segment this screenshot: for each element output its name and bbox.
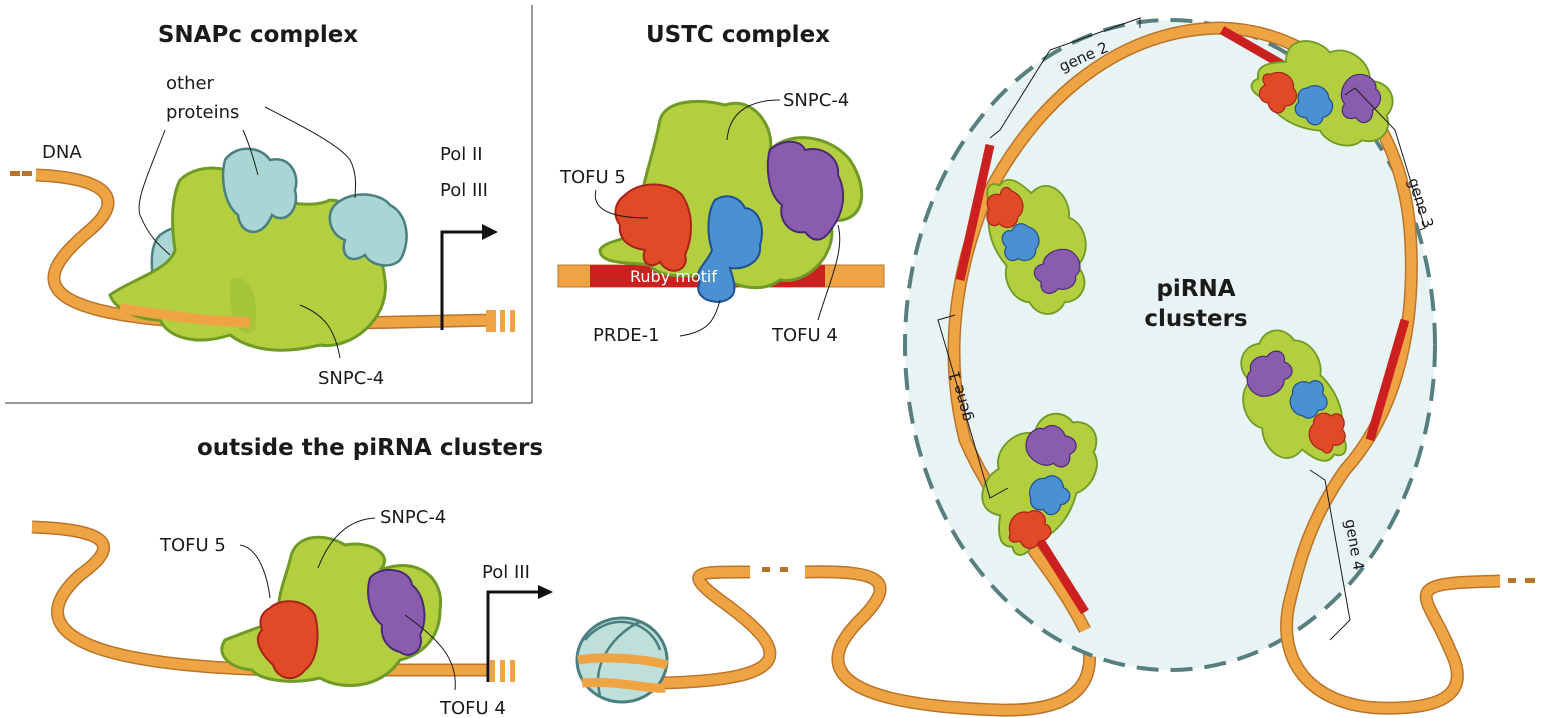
snapc-label-other-proteins-1: other — [166, 73, 215, 94]
other-protein-top — [221, 147, 298, 234]
ustc-panel: USTC complex Ruby motif SNPC-4 TOFU 5 PR… — [557, 22, 885, 346]
outside-dna — [31, 520, 515, 682]
other-protein-right — [328, 193, 408, 267]
chromatin-dna — [659, 565, 1097, 717]
ruby-motif-label: Ruby motif — [630, 267, 717, 286]
snapc-complex — [108, 147, 408, 352]
ustc-label-tofu4: TOFU 4 — [771, 325, 838, 346]
outside-label-tofu4: TOFU 4 — [439, 698, 506, 718]
snapc-label-pol-ii: Pol II — [440, 144, 483, 165]
nucleosome-icon — [575, 616, 669, 704]
outside-panel: outside the piRNA clusters TOFU 5 SNPC-4… — [31, 435, 553, 718]
snapc-title: SNAPc complex — [158, 22, 358, 48]
ustc-title: USTC complex — [646, 22, 830, 48]
ustc-label-prde1: PRDE-1 — [593, 325, 660, 346]
outside-complex — [220, 535, 443, 687]
tofu4-protein — [367, 569, 426, 656]
ustc-label-snpc4: SNPC-4 — [783, 90, 849, 111]
ustc-complex — [598, 99, 864, 304]
snapc-label-dna: DNA — [42, 142, 82, 163]
outside-title: outside the piRNA clusters — [197, 435, 543, 461]
outside-label-snpc4: SNPC-4 — [380, 507, 446, 528]
outside-promoter-arrow-icon — [486, 585, 553, 682]
ustc-label-tofu5: TOFU 5 — [559, 167, 626, 188]
leader-line — [138, 129, 171, 256]
snapc-panel: SNAPc complex DNA other prote — [5, 5, 533, 404]
cluster-title-1: piRNA — [1156, 276, 1235, 302]
snapc-label-other-proteins-2: proteins — [166, 102, 239, 123]
tofu5-protein — [614, 183, 692, 272]
snapc-label-snpc4: SNPC-4 — [318, 368, 384, 389]
outside-label-pol-iii: Pol III — [482, 562, 530, 583]
snapc-promoter-arrow-icon — [440, 224, 498, 330]
cluster-title-2: clusters — [1144, 306, 1247, 332]
snapc-label-pol-iii: Pol III — [440, 180, 488, 201]
outside-label-tofu5: TOFU 5 — [159, 535, 226, 556]
pirna-cluster-region: piRNA clusters gene 1 gene 2 gene 3 gene… — [903, 17, 1535, 715]
prde1-protein — [696, 195, 763, 304]
tofu4-protein — [766, 140, 845, 241]
tofu5-protein — [256, 600, 319, 680]
